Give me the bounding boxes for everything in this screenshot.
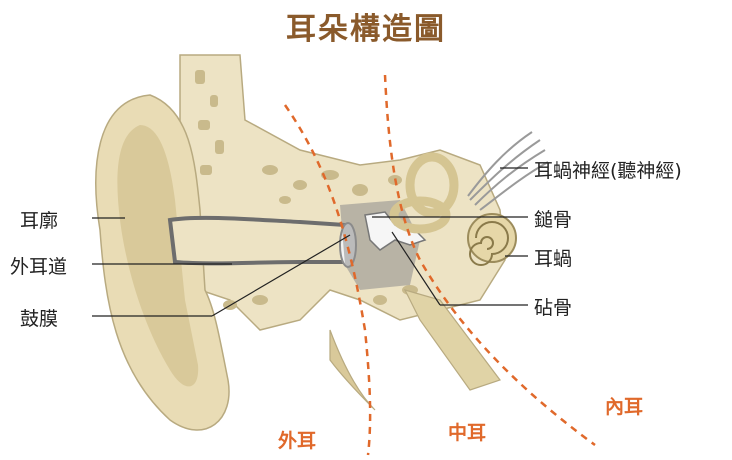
region-outer-ear: 外耳 — [278, 426, 316, 453]
region-middle-ear: 中耳 — [448, 418, 486, 445]
label-ear-canal: 外耳道 — [10, 252, 67, 279]
label-malleus: 鎚骨 — [534, 205, 572, 232]
label-pinna: 耳廓 — [20, 206, 58, 233]
mastoid-process — [330, 330, 375, 410]
region-inner-ear: 內耳 — [605, 392, 643, 419]
label-cochlear-nerve: 耳蝸神經(聽神經) — [534, 156, 682, 183]
label-eardrum: 鼓膜 — [20, 304, 58, 331]
label-cochlea: 耳蝸 — [534, 244, 572, 271]
label-incus: 砧骨 — [534, 293, 572, 320]
page-title: 耳朵構造圖 — [0, 4, 732, 48]
ear-canal-shape — [170, 218, 350, 263]
